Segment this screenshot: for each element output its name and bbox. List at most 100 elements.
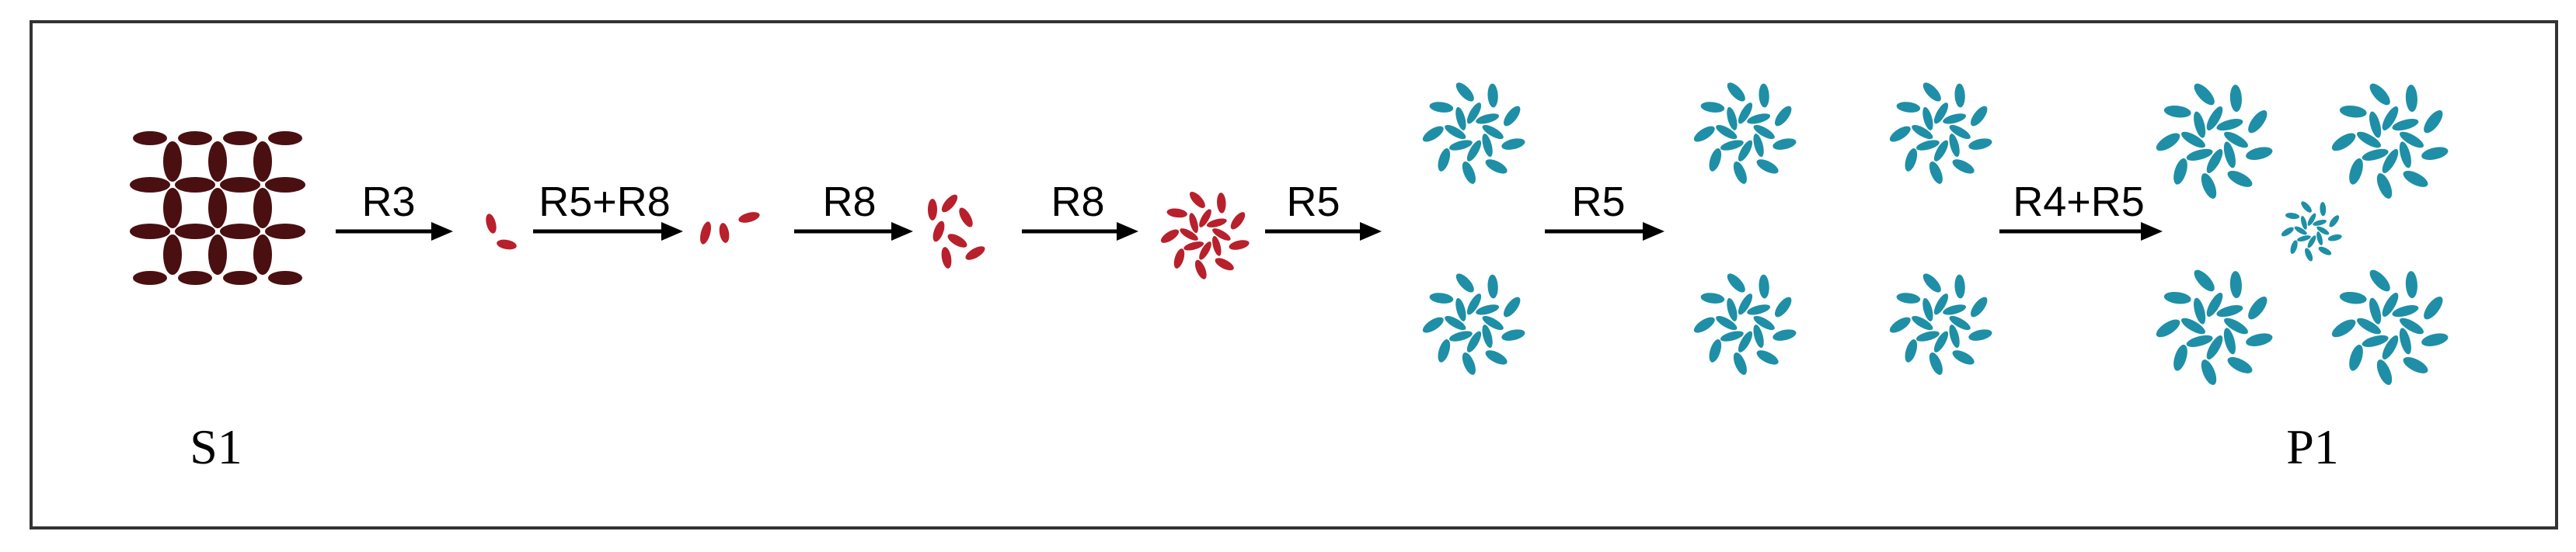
rosette-outer-petal [2163,105,2191,118]
rosette-outer-petal [1971,297,1988,318]
rosette-hub [1738,125,1752,139]
fragment-3 [928,194,985,269]
grid-edge-bar [178,271,212,285]
rosette-hub [2207,132,2222,148]
rosette-outer-petal [2339,291,2367,304]
rosette-inner-petal [1466,140,1482,161]
grid-horizontal-bar [220,224,260,239]
rosette-outer-petal [2248,297,2268,320]
rosette-inner-petal [2294,226,2307,235]
rosette-inner-petal [2297,235,2311,242]
rosette-inner-petal [2399,328,2411,355]
rosette-outer-petal [1438,339,1451,363]
fragment-ellipse [738,212,760,223]
rosette-inner-petal [2399,141,2411,168]
rosette-inner-petal [1716,124,1738,140]
rosette-inner-petal [1199,209,1211,227]
rosette-outer-petal [2201,173,2217,199]
rosette-outer-petal [2227,170,2253,187]
rosette-inner-petal [1949,325,1960,349]
rosette-outer-petal [2246,147,2273,160]
arrow-head [891,222,913,241]
grid-edge-bar [133,271,167,285]
rosette-outer-petal [1485,159,1508,174]
rosette-outer-petal [1166,208,1187,218]
rosette-outer-petal [1954,274,1965,299]
rosette-inner-petal [1448,140,1473,151]
grid-vertical-bar [163,141,182,182]
fragment-ellipse [941,194,958,213]
rosette-outer-petal [2376,359,2393,385]
rosette-hub [1467,316,1481,330]
arrow-label-1: R3 [361,179,415,225]
arrow-head [1643,222,1664,241]
arrow-2 [533,222,683,241]
rosette-outer-petal [1733,161,1747,184]
grid-edge-bar [268,131,302,145]
rosette-inner-petal [1455,106,1466,130]
rosette-outer-petal [2281,227,2294,237]
rosette-outer-petal [1693,126,1715,142]
rosette-hub [2207,318,2222,334]
rosette-inner-petal [1482,124,1504,140]
rosette-inner-petal [2181,131,2205,148]
fragment-ellipse [947,234,967,248]
rosette-inner-petal [2307,213,2316,226]
rosette-outer-petal [1487,274,1498,299]
arrow-label-3: R8 [822,179,876,225]
rosette-inner-petal [1212,228,1231,241]
rosette-inner-petal [1912,124,1933,140]
rosette-outer-petal [2369,83,2390,106]
rosette-outer-petal [1455,273,1474,293]
rosette-inner-petal [1183,241,1204,251]
rosette-outer-petal [2285,213,2300,220]
rosette-inner-petal [2223,141,2236,168]
fragment-ellipse [965,246,985,260]
rosette-inner-petal [1922,297,1933,321]
rosette-outer-petal [1968,138,1992,150]
rosette-inner-petal [1466,331,1482,352]
start-grid-shape [130,131,305,285]
rosette-outer-petal [1429,102,1454,113]
rosette-outer-petal [1501,329,1525,341]
cluster-pair-top [1422,82,1525,184]
rosette-outer-petal [2156,319,2180,338]
rosette-inner-petal [1445,124,1466,140]
rosette-inner-petal [2194,297,2206,325]
cluster-quad-top-right [1889,82,1992,184]
intermediate-rosette [1160,192,1250,279]
fragment-ellipse [719,223,730,243]
rosette-inner-petal [2382,106,2399,130]
grid-vertical-bar [208,141,227,182]
rosette-outer-petal [2405,85,2417,113]
rosette-inner-petal [1455,297,1466,321]
rosette-inner-petal [1747,113,1771,124]
arrow-label-5: R5 [1286,179,1340,225]
arrow-head [1360,222,1382,241]
rosette-outer-petal [2403,170,2428,187]
rosette-inner-petal [2369,111,2382,138]
rosette-inner-petal [1482,134,1493,158]
grid-horizontal-bar [220,177,260,193]
rosette-outer-petal [1756,350,1779,365]
rosette-inner-petal [1933,331,1949,352]
fragment-ellipse [941,247,952,269]
rosette-outer-petal [2349,344,2363,371]
rosette-inner-petal [1720,331,1744,342]
grid-horizontal-bar [265,224,305,239]
rosette-outer-petal [2194,83,2215,106]
rosette-outer-petal [1922,82,1941,102]
rosette-inner-petal [2369,297,2382,325]
rosette-outer-petal [2320,202,2327,217]
start-label: S1 [190,419,242,474]
rosette-inner-petal [1933,102,1949,124]
grid-horizontal-bar [130,177,170,193]
rosette-inner-petal [2400,131,2424,148]
rosette-inner-petal [1949,315,1971,331]
rosette-inner-petal [1720,140,1744,151]
rosette-hub [2383,318,2398,334]
rosette-hub [1467,125,1481,139]
rosette-outer-petal [2227,356,2253,373]
rosette-inner-petal [1738,102,1753,124]
